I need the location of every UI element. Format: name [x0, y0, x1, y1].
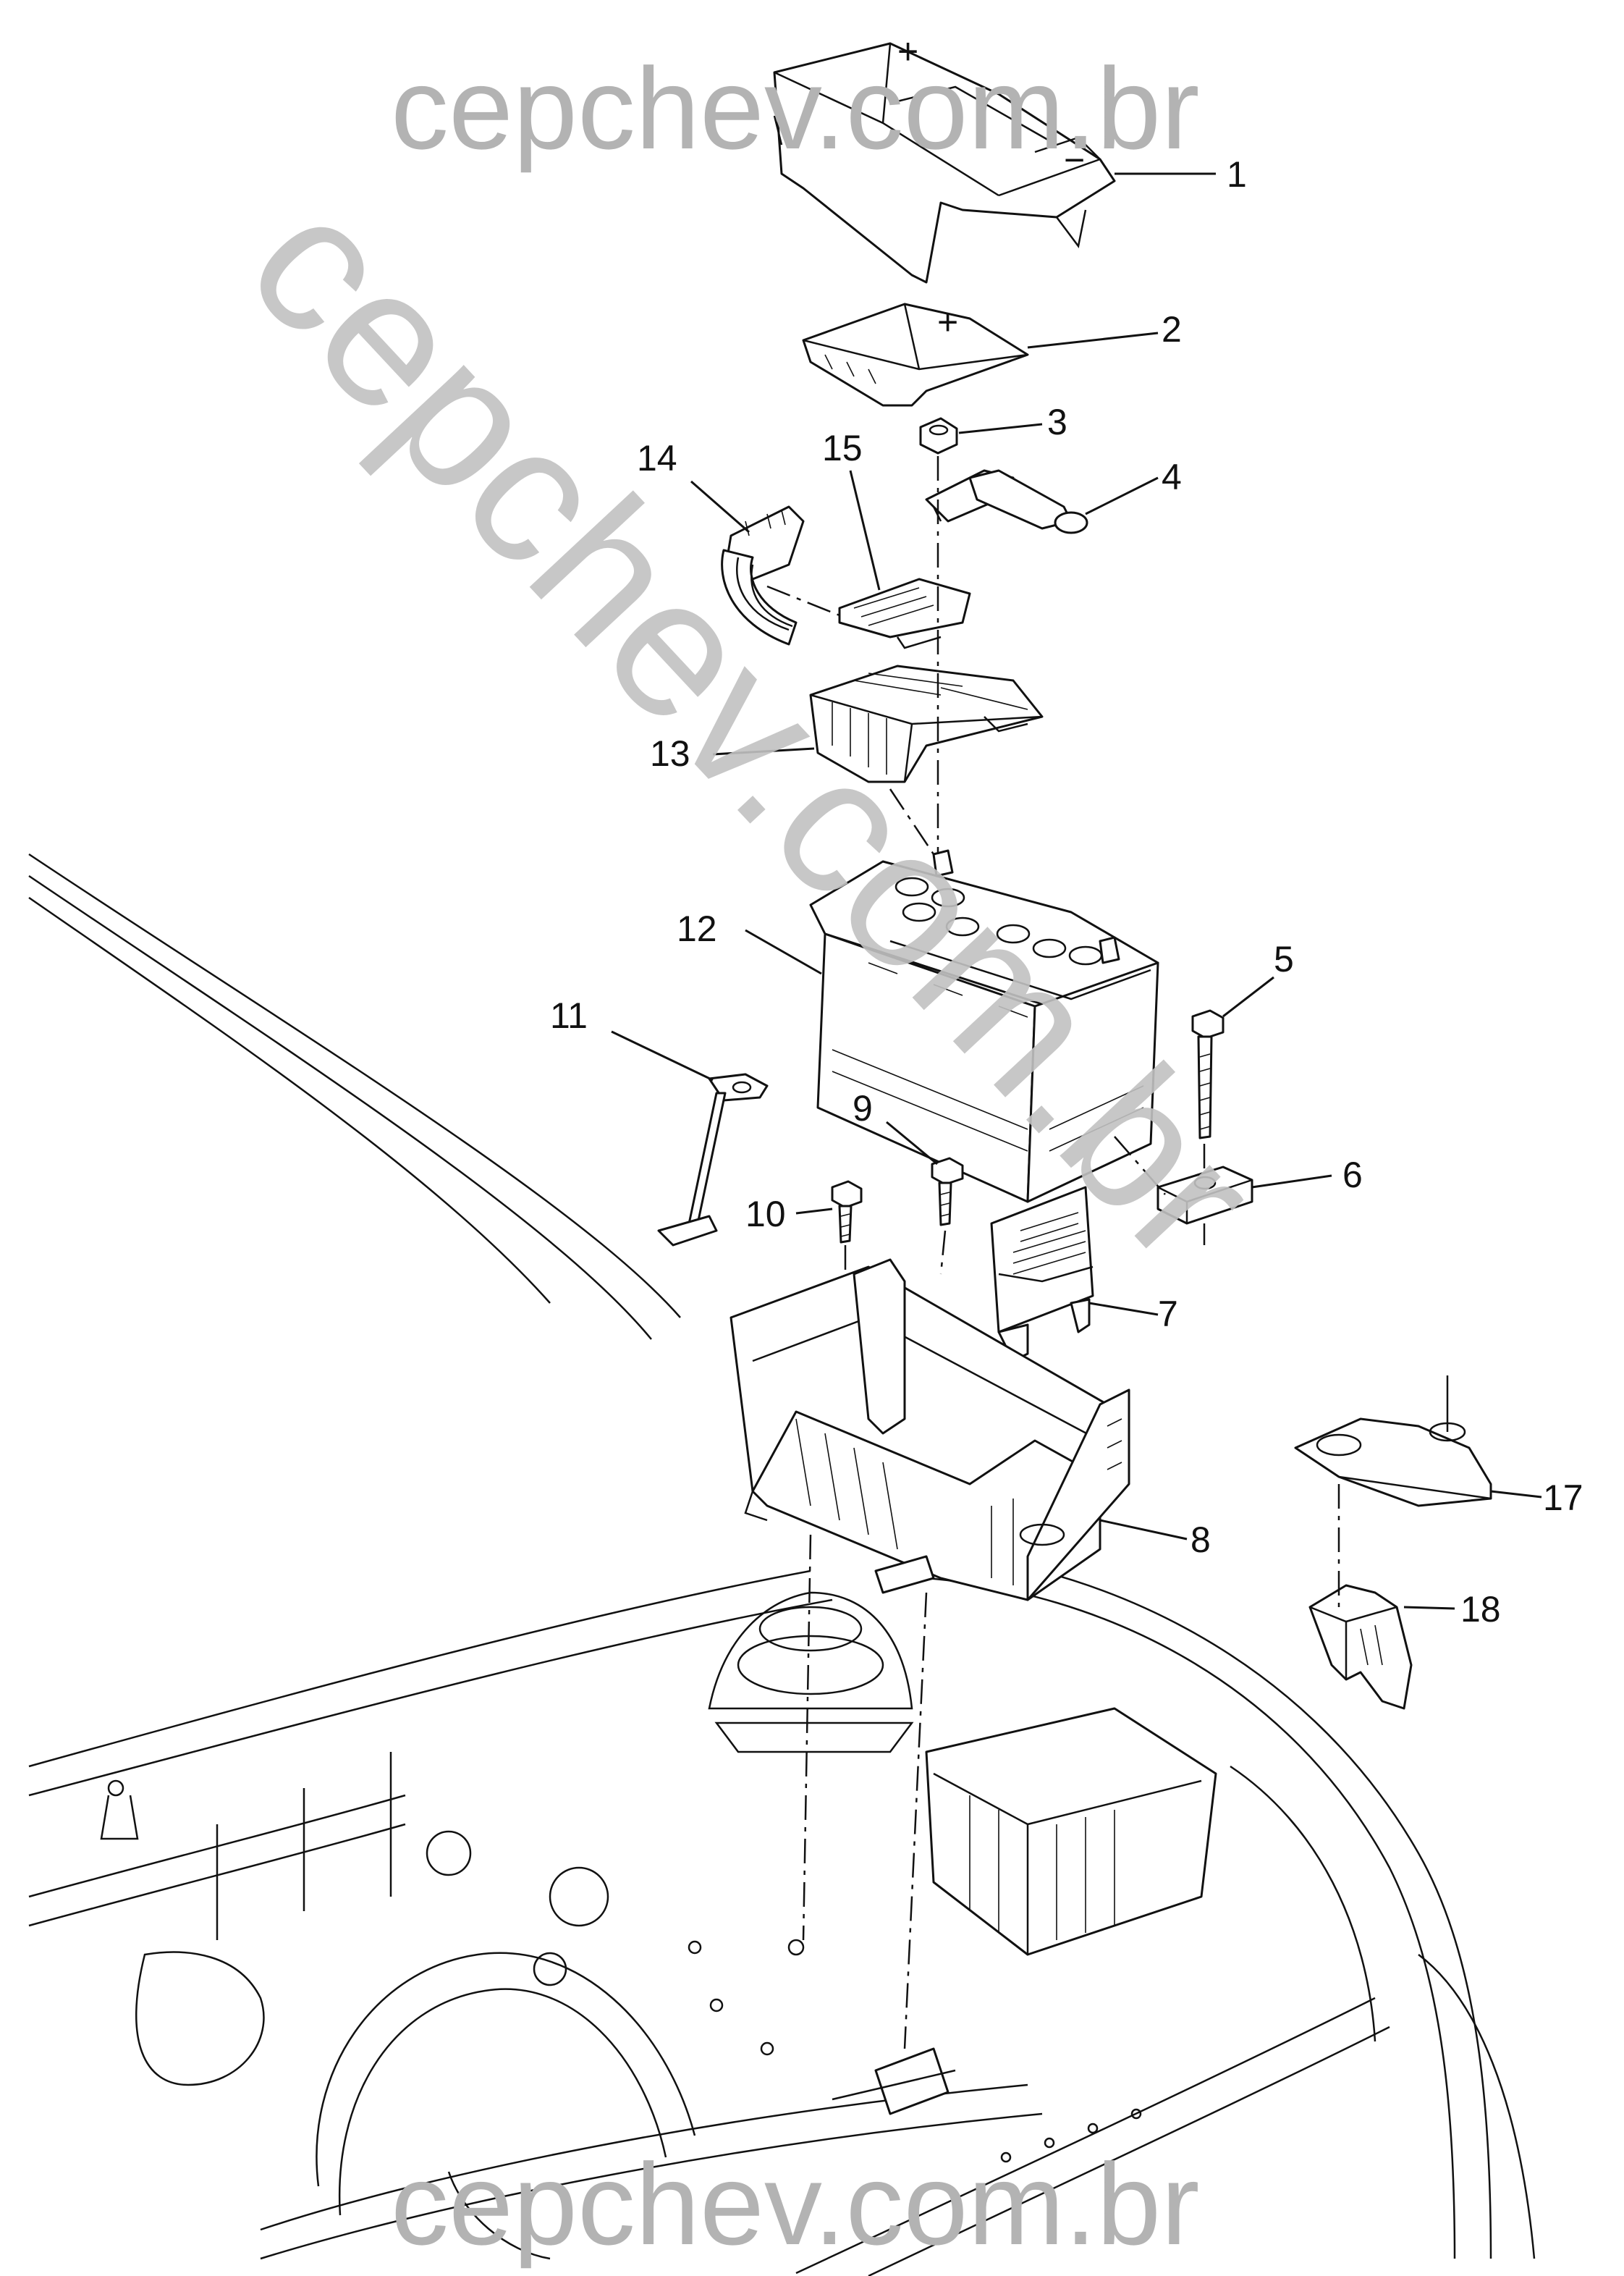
cover-negative-mark: − — [1064, 140, 1085, 180]
watermark-top: cepchev.com.br — [391, 43, 1200, 173]
leader-2 — [1027, 332, 1159, 349]
part-15-fuse-cover — [838, 578, 971, 649]
part-14-cable-harness — [721, 505, 805, 646]
leader-17 — [1490, 1490, 1542, 1499]
cap-positive-mark: + — [937, 302, 958, 342]
callout-6: 6 — [1342, 1155, 1363, 1195]
part-1-battery-cover: + − — [773, 31, 1116, 284]
part-12-battery — [809, 849, 1159, 1203]
part-13-fuse-block — [809, 665, 1044, 783]
leader-15 — [849, 470, 881, 591]
part-18-bracket — [1308, 1584, 1413, 1710]
leader-13 — [712, 747, 815, 756]
callout-7: 7 — [1158, 1294, 1178, 1334]
callout-1: 1 — [1227, 154, 1247, 195]
callout-10: 10 — [745, 1194, 786, 1234]
leader-8 — [1099, 1519, 1188, 1540]
leader-7 — [1088, 1302, 1159, 1316]
leader-10 — [795, 1207, 833, 1215]
leader-5 — [1222, 976, 1274, 1018]
callout-12: 12 — [677, 909, 717, 949]
callout-14: 14 — [637, 438, 677, 479]
part-5-bolt — [1191, 1009, 1225, 1139]
part-6-hold-down-clamp — [1156, 1166, 1253, 1225]
callout-4: 4 — [1162, 457, 1182, 497]
callout-17: 17 — [1543, 1478, 1583, 1518]
part-3-nut — [919, 417, 958, 455]
part-8-battery-tray — [729, 1258, 1130, 1601]
watermark-bottom: cepchev.com.br — [391, 2139, 1200, 2269]
alignment-lines — [766, 456, 1340, 2049]
callout-15: 15 — [822, 428, 863, 468]
watermark-diagonal: cepchev.com.br — [208, 155, 1298, 1302]
callout-11: 11 — [550, 995, 588, 1036]
leader-3 — [958, 423, 1043, 434]
leader-6 — [1251, 1174, 1332, 1189]
engine-bay-body — [28, 853, 1536, 2276]
callout-18: 18 — [1460, 1589, 1501, 1630]
leader-18 — [1403, 1606, 1455, 1610]
leader-12 — [745, 929, 822, 975]
callout-13: 13 — [650, 733, 690, 774]
callout-2: 2 — [1162, 309, 1182, 350]
part-7-insulator — [990, 1186, 1094, 1362]
leader-4 — [1085, 476, 1159, 515]
part-9-bolt — [931, 1157, 964, 1226]
cover-positive-mark: + — [897, 31, 918, 72]
part-11-hold-down-rod — [657, 1073, 769, 1247]
callout-9: 9 — [853, 1088, 873, 1129]
part-17-bracket — [1294, 1375, 1492, 1507]
callout-3: 3 — [1047, 402, 1067, 442]
part-2-terminal-cap: + — [802, 302, 1029, 407]
part-10-bolt — [831, 1180, 863, 1244]
leader-11 — [611, 1030, 714, 1082]
part-4-positive-cable — [925, 469, 1088, 534]
callout-8: 8 — [1190, 1520, 1211, 1560]
leader-14 — [690, 480, 750, 534]
leader-9 — [886, 1121, 938, 1166]
callout-5: 5 — [1274, 939, 1294, 979]
